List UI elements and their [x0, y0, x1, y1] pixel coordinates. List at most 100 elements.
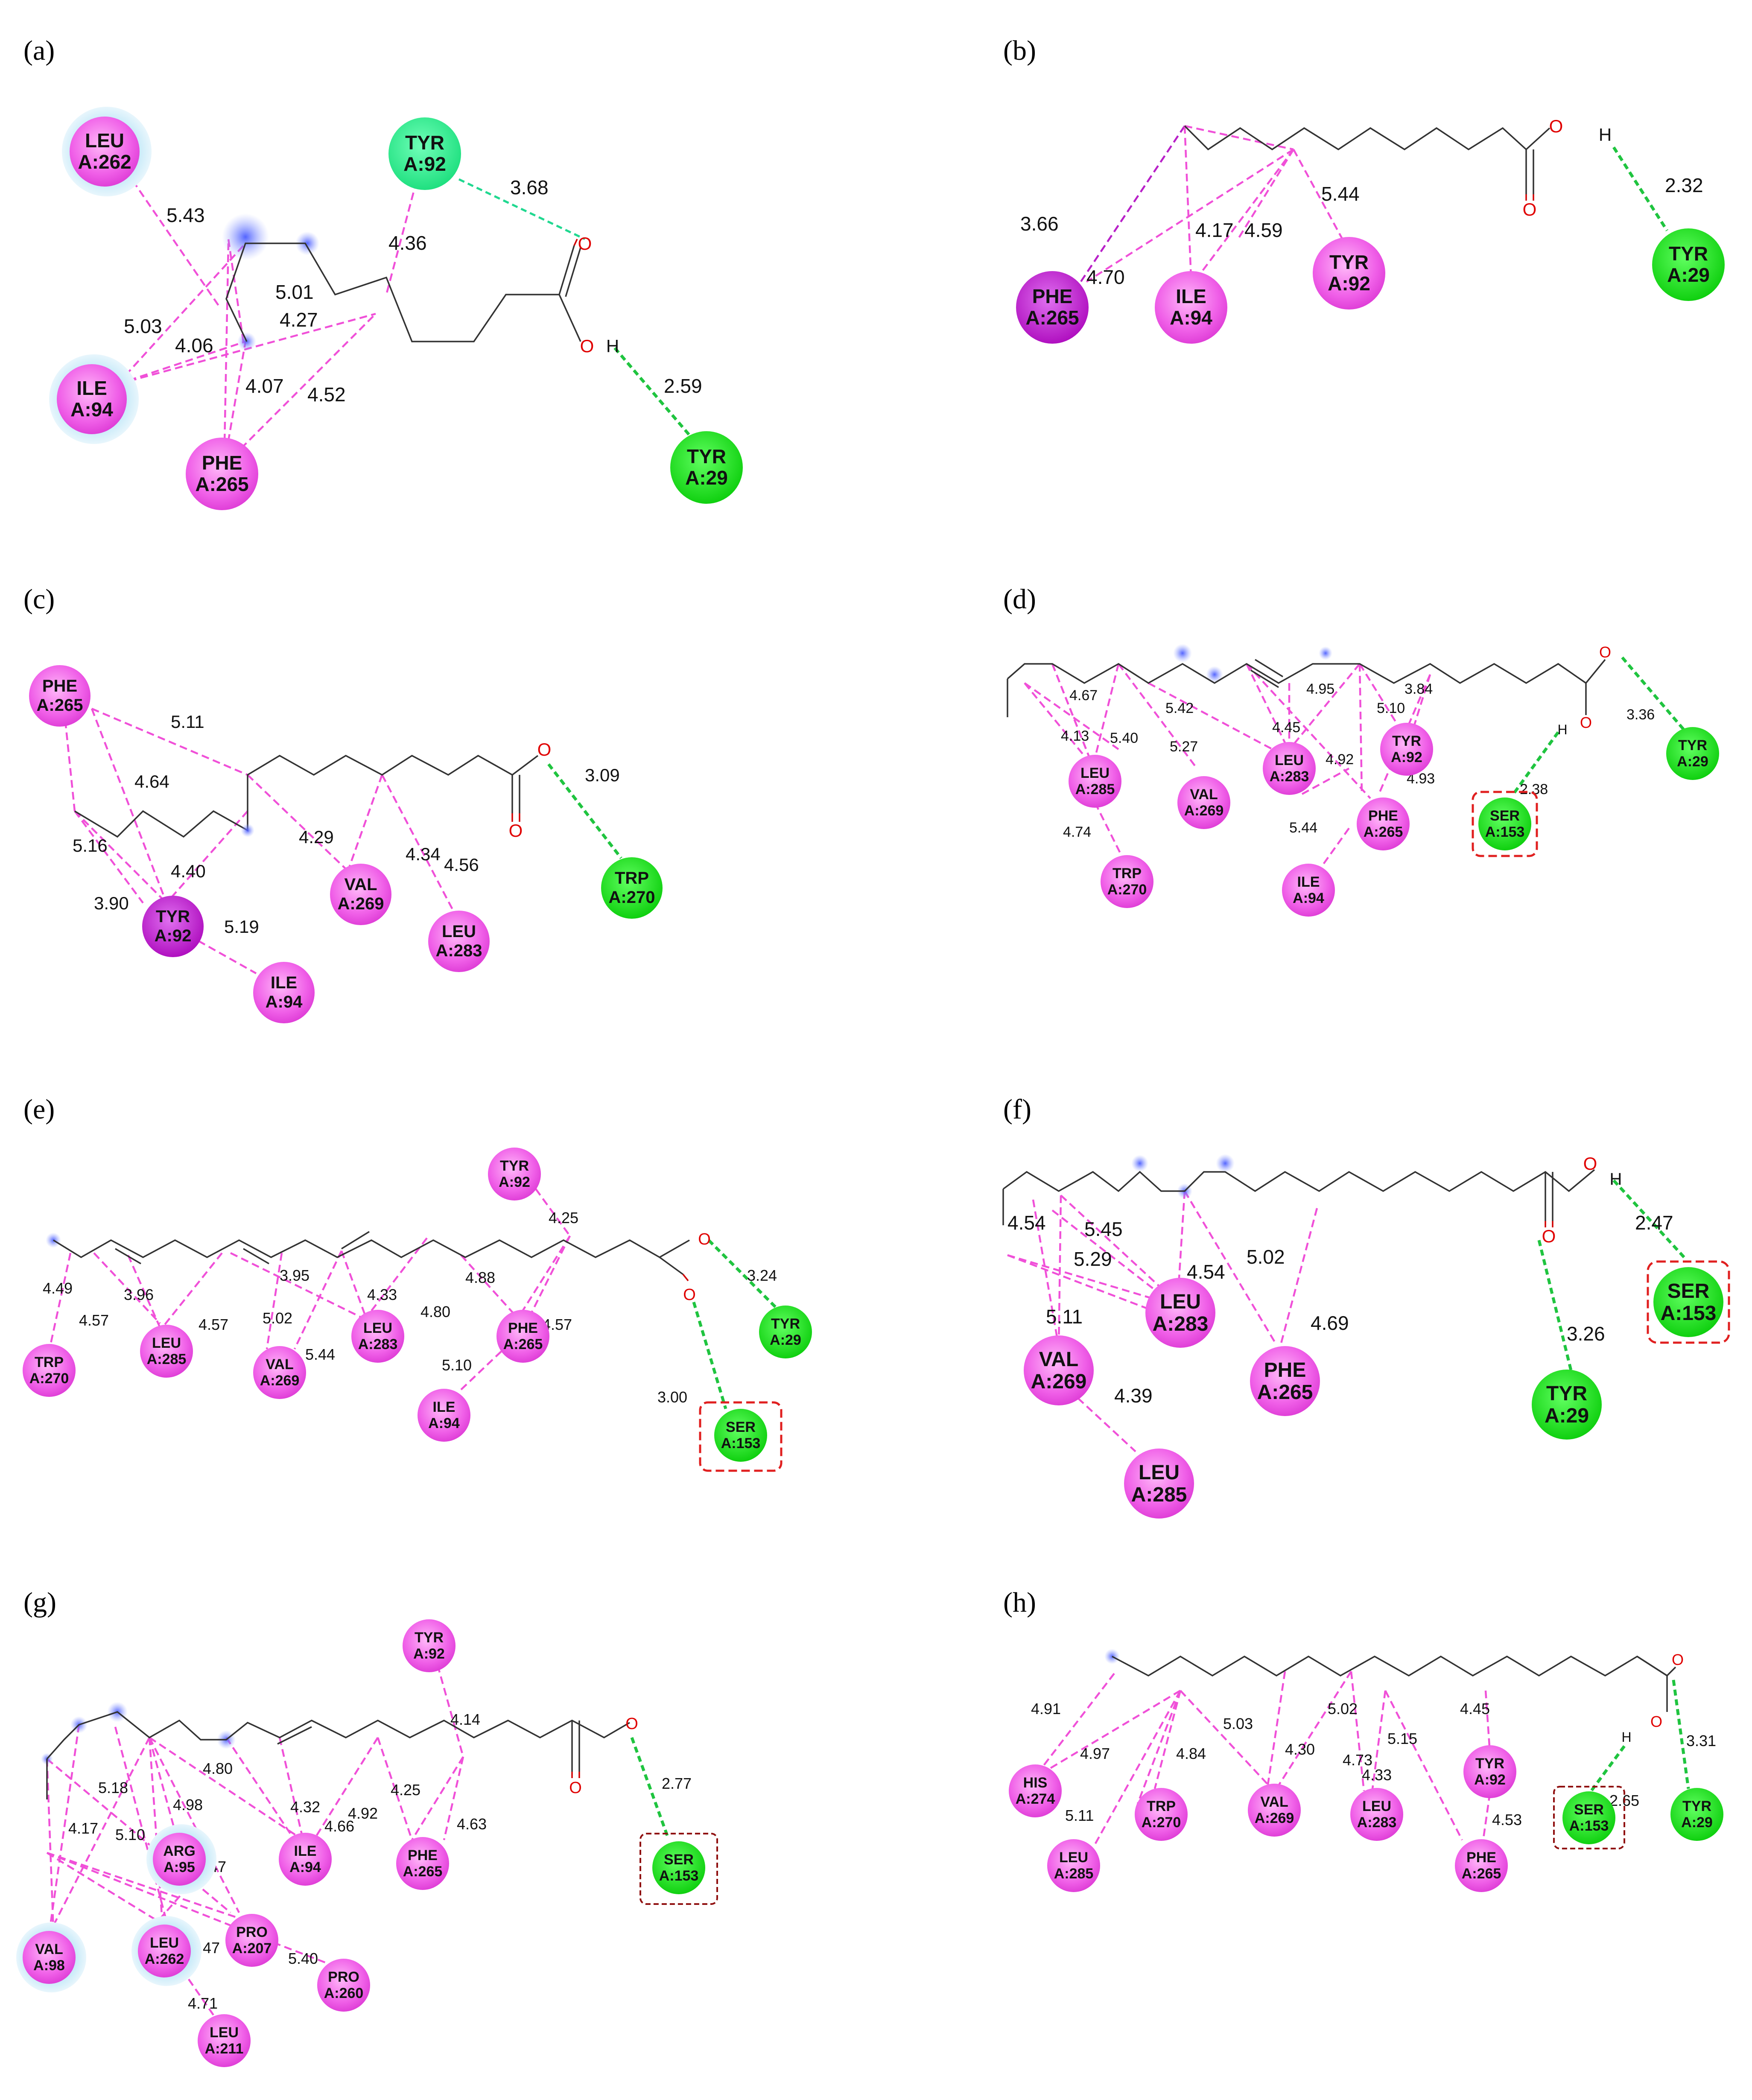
residue-label: A:95 [164, 1859, 195, 1875]
interaction-lines [1007, 1179, 1685, 1452]
residue-label: A:262 [78, 151, 131, 173]
oxygen-atom: O [578, 234, 592, 254]
distance-label: 5.44 [305, 1346, 335, 1363]
residue-leu-285: LEU A:285 [1124, 1449, 1194, 1519]
residue-tyr-29: TYR A:29 [1652, 228, 1725, 301]
ligand-structure [1007, 644, 1606, 717]
residue-phe-265: PHE A:265 [186, 438, 258, 510]
distance-label: 5.02 [1247, 1246, 1285, 1268]
distance-label: 4.54 [1007, 1212, 1046, 1234]
distance-label: 4.64 [134, 771, 169, 792]
residue-label: ILE [76, 377, 107, 399]
residue-label: TRP [35, 1354, 64, 1370]
residue-label: A:94 [1293, 890, 1324, 906]
distance-label: 5.02 [263, 1309, 292, 1327]
distance-label: 4.34 [406, 844, 441, 864]
residue-tyr-29: TYR A:29 [759, 1306, 812, 1358]
distance-label: 4.39 [1114, 1384, 1153, 1407]
distance-labels: 5.11 4.64 5.16 4.29 4.34 4.40 4.56 3.90 … [73, 712, 620, 937]
residue-label: A:270 [1107, 882, 1147, 898]
residue-label: A:285 [1054, 1866, 1094, 1882]
residue-label: A:260 [324, 1985, 364, 2001]
residue-val-269: VAL A:269 [253, 1346, 306, 1399]
distance-label: 3.95 [280, 1267, 310, 1284]
distance-label: 4.32 [290, 1798, 320, 1816]
ligand-structure [41, 1702, 630, 1799]
residue-label: A:92 [1391, 749, 1422, 765]
distance-label: 3.66 [1020, 213, 1059, 235]
residue-label: TYR [1475, 1755, 1504, 1772]
residue-label: A:153 [1661, 1302, 1717, 1325]
oxygen-atom: O [580, 336, 594, 356]
residue-label: A:285 [1131, 1484, 1187, 1506]
distance-label: 4.25 [391, 1781, 420, 1799]
residue-label: TYR [1682, 1798, 1711, 1814]
residue-label: TYR [415, 1630, 444, 1646]
hydrogen-atom: H [606, 336, 619, 356]
distance-label: 4.97 [1080, 1745, 1110, 1762]
residue-label: ILE [271, 973, 297, 992]
residue-label: A:269 [260, 1373, 300, 1389]
residue-val-269: VAL A:269 [330, 864, 391, 925]
distance-label: 4.66 [324, 1817, 354, 1835]
residue-label: SER [664, 1852, 694, 1868]
residue-tyr-92: TYR A:92 [1313, 237, 1385, 310]
residue-label: A:207 [232, 1940, 272, 1957]
distance-label: 3.90 [94, 893, 129, 913]
distance-label: 5.11 [1065, 1807, 1094, 1824]
residue-leu-262: LEU A:262 [62, 107, 152, 196]
distance-label: 4.80 [420, 1303, 450, 1320]
distance-label: 4.13 [1061, 728, 1089, 744]
distance-label: 4.92 [348, 1805, 378, 1822]
residue-ile-94: ILE A:94 [253, 962, 315, 1023]
residue-label: LEU [152, 1335, 181, 1351]
interaction-lines [46, 1665, 670, 2016]
distance-label: 4.06 [175, 334, 213, 356]
residue-val-269: VAL A:269 [1024, 1335, 1094, 1405]
distance-label: 4.52 [307, 383, 346, 406]
panel-b: (b) O O H 3.66 4.70 4.17 4.59 5.44 2 [1003, 35, 1725, 344]
distance-label: 4.67 [1069, 687, 1098, 704]
distance-label: 4.27 [280, 309, 318, 331]
residue-label: SER [726, 1419, 756, 1435]
distance-label: 5.40 [288, 1950, 318, 1967]
residue-leu-283: LEU A:283 [351, 1310, 404, 1363]
residue-label: A:269 [338, 894, 384, 913]
residue-label: A:270 [29, 1370, 69, 1387]
residue-tyr-29: TYR A:29 [1532, 1370, 1602, 1440]
panel-label: (f) [1003, 1094, 1031, 1125]
residue-tyr-29: TYR A:29 [1670, 1788, 1723, 1841]
panel-e: (e) O O [23, 1094, 812, 1472]
residue-label: SER [1574, 1802, 1604, 1818]
hydrogen-atom: H [1610, 1170, 1622, 1189]
residue-label: A:283 [1153, 1313, 1209, 1335]
residue-label: A:269 [1031, 1370, 1087, 1393]
oxygen-atom: O [698, 1230, 711, 1248]
residue-label: VAL [266, 1356, 293, 1373]
distance-label: 5.11 [171, 712, 204, 732]
oxygen-atom: O [1542, 1226, 1556, 1246]
residue-label: VAL [1190, 786, 1218, 803]
residue-tyr-29: TYR A:29 [670, 431, 743, 504]
residue-label: LEU [1139, 1461, 1180, 1484]
highlight-box [1472, 791, 1538, 857]
distance-label: 4.29 [299, 827, 334, 847]
panel-d: (d) [1003, 584, 1719, 917]
highlight-box [1647, 1260, 1730, 1344]
distance-label: 3.84 [1405, 681, 1433, 697]
residue-leu-283: LEU A:283 [1145, 1278, 1215, 1348]
ligand-structure [1002, 1154, 1595, 1227]
residue-label: LEU [363, 1320, 392, 1336]
residue-label: TYR [405, 131, 444, 154]
distance-label: 2.47 [1635, 1212, 1673, 1234]
distance-label: 4.33 [1362, 1766, 1392, 1784]
residue-label: TYR [1546, 1382, 1587, 1405]
residue-tyr-92: TYR A:92 [403, 1619, 456, 1672]
residue-phe-265: PHE A:265 [496, 1310, 549, 1363]
distance-label: 4.95 [1306, 681, 1334, 697]
panel-f: (f) O O H [1002, 1094, 1730, 1519]
panel-label: (h) [1003, 1587, 1036, 1618]
residue-ile-94: ILE A:94 [418, 1389, 470, 1442]
panel-label: (c) [23, 584, 55, 615]
residue-label: A:265 [1462, 1866, 1501, 1882]
